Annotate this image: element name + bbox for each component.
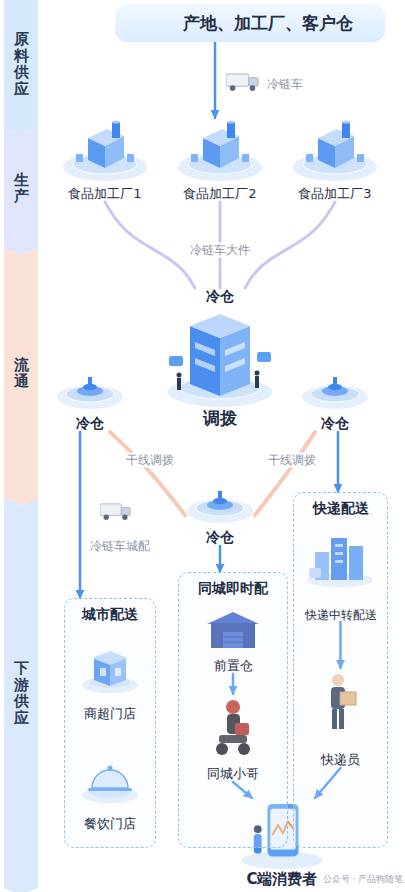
node-label: 冷仓 (321, 415, 349, 432)
hub-warehouse: 冷仓调拨 (165, 288, 275, 428)
node-label: 冷仓 (206, 288, 234, 305)
connector (105, 202, 195, 288)
cold-store: 冷仓 (300, 374, 370, 432)
node-label: 冷仓 (206, 529, 234, 546)
node-label: 冷仓 (76, 415, 104, 432)
stage-band: 下游供应 (4, 498, 38, 888)
delivery-group: 快递配送快递中转配送快递员 (293, 492, 388, 848)
store-node: 餐饮门店 (72, 750, 148, 832)
node-label: C端消费者 (246, 870, 317, 888)
connector (219, 546, 222, 572)
connector (110, 432, 185, 515)
edge-label: 干线调拨 (265, 453, 319, 468)
node-label: 同城小哥 (207, 766, 259, 782)
edge-label: 冷链车大件 (187, 243, 253, 258)
front-warehouse: 前置仓 (188, 604, 278, 674)
transfer-hub: 快递中转配送 (298, 528, 383, 622)
group-title: 同城即时配 (198, 580, 268, 597)
node-label: 商超门店 (84, 706, 136, 722)
band-outline (4, 128, 38, 255)
node-label: 餐饮门店 (84, 816, 136, 832)
band-outline (4, 0, 38, 135)
connector (79, 432, 82, 598)
rider-node: 同城小哥 (188, 694, 278, 782)
watermark: 公众号 · 产品狗随笔 (323, 874, 403, 884)
delivery-group: 同城即时配前置仓同城小哥 (178, 572, 288, 848)
cold-store: 冷仓 (55, 374, 125, 432)
store-node: 商超门店 (72, 640, 148, 722)
cold-store: 冷仓 (185, 488, 255, 546)
node-label: 快递员 (321, 752, 360, 768)
node-label: 调拨 (203, 408, 237, 428)
stage-label: 流通 (14, 357, 29, 390)
band-outline (4, 498, 38, 892)
band-outline (4, 248, 38, 505)
stage-band: 生产 (4, 128, 38, 248)
node-label: 前置仓 (214, 658, 253, 674)
factory-node: 食品加工厂3 (290, 118, 380, 202)
group-title: 快递配送 (313, 500, 369, 517)
factory-node: 食品加工厂1 (60, 118, 150, 202)
connector (337, 432, 340, 492)
node-label: 食品加工厂1 (68, 186, 141, 202)
node-label: 产地、加工厂、客户仓 (183, 13, 353, 33)
stage-band: 原料供应 (4, 0, 38, 128)
edge-label: 冷链车 (264, 77, 306, 92)
consumer-node: C端消费者 (232, 798, 332, 888)
node-label: 食品加工厂2 (183, 186, 256, 202)
source-box: 产地、加工厂、客户仓 (115, 4, 385, 42)
connector (245, 202, 335, 288)
connector (214, 42, 217, 118)
node-label: 食品加工厂3 (298, 186, 371, 202)
node-label: 快递中转配送 (305, 608, 377, 622)
factory-node: 食品加工厂2 (175, 118, 265, 202)
delivery-group: 城市配送商超门店餐饮门店 (64, 598, 156, 848)
edge-label: 干线调拨 (123, 453, 177, 468)
stage-label: 原料供应 (14, 31, 29, 97)
stage-band: 流通 (4, 248, 38, 498)
group-title: 城市配送 (82, 606, 138, 623)
stage-label: 生产 (14, 172, 29, 205)
stage-label: 下游供应 (14, 660, 29, 726)
courier-node: 快递员 (298, 668, 383, 768)
edge-label: 冷链车城配 (87, 539, 153, 554)
